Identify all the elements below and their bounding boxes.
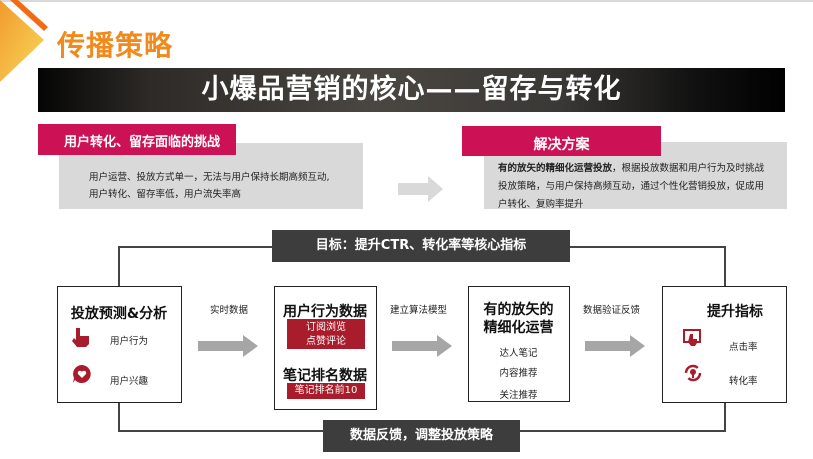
arrow-label-model: 建立算法模型 [390,305,448,316]
arrow-label-realtime-data: 实时数据 [210,305,249,316]
challenge-line: 用户转化、留存率低，用户流失率高 [89,189,242,200]
chevron-decoration-icon [0,0,48,82]
solution-line: ，根据投放数据和用户行为及时挑战 [612,163,765,174]
click-screen-icon [683,329,701,346]
box-title: 精细化运营 [483,320,554,336]
challenge-line: 用户运营、投放方式单一，无法与用户保持长期高频互动, [89,172,330,183]
top-divider [0,0,813,2]
item-user-interest: 用户兴趣 [110,376,149,387]
solution-heading: 解决方案 [462,126,661,156]
behavior-tags: 订阅浏览 点赞评论 [287,319,365,349]
right-arrow-icon [585,335,645,357]
item-click-rate: 点击率 [729,342,758,353]
banner-title: 小爆品营销的核心——留存与转化 [38,68,785,112]
challenge-heading: 用户转化、留存面临的挑战 [38,124,236,155]
box-title: 有的放矢的 [483,302,554,318]
item-user-behavior: 用户行为 [110,336,149,347]
feedback-label: 数据反馈，调整投放策略 [323,420,520,452]
solution-bold: 有的放矢的精细化运营投放 [498,163,613,174]
metrics-box: 提升指标 点击率 转化率 [662,286,787,403]
pointer-hand-icon [72,328,89,347]
refresh-conversion-icon [684,364,702,382]
heart-bubble-icon [73,365,91,383]
item-content-recommend: 内容推荐 [499,368,538,379]
box-title: 投放预测&分析 [70,306,168,322]
box-title: 笔记排名数据 [283,368,367,384]
refined-operation-box: 有的放矢的 精细化运营 达人笔记 内容推荐 关注推荐 [468,286,570,402]
tag-top10-notes: 笔记排名前10 [287,383,365,399]
item-follow-recommend: 关注推荐 [499,390,538,401]
right-arrow-icon [392,335,452,357]
forecast-analysis-box: 投放预测&分析 用户行为 用户兴趣 [57,286,182,403]
goal-label: 目标：提升CTR、转化率等核心指标 [272,230,570,262]
solution-line: 投放策略，与用户保持高频互动，通过个性化营销投放，促成用 [498,181,765,192]
box-title: 提升指标 [707,304,763,320]
page-title: 传播策略 [57,29,174,62]
item-conversion-rate: 转化率 [729,376,758,387]
arrow-label-validation: 数据验证反馈 [583,305,641,316]
box-title: 用户行为数据 [283,304,367,320]
tag-subscribe-browse: 订阅浏览 [306,322,346,333]
data-sources-box: 用户行为数据 订阅浏览 点赞评论 笔记排名数据 笔记排名前10 [274,286,377,410]
right-arrow-icon [198,335,258,357]
right-arrow-icon [398,176,443,202]
tag-like-comment: 点赞评论 [306,336,346,347]
item-kol-notes: 达人笔记 [499,348,538,359]
solution-line: 户转化、复购率提升 [498,199,584,210]
